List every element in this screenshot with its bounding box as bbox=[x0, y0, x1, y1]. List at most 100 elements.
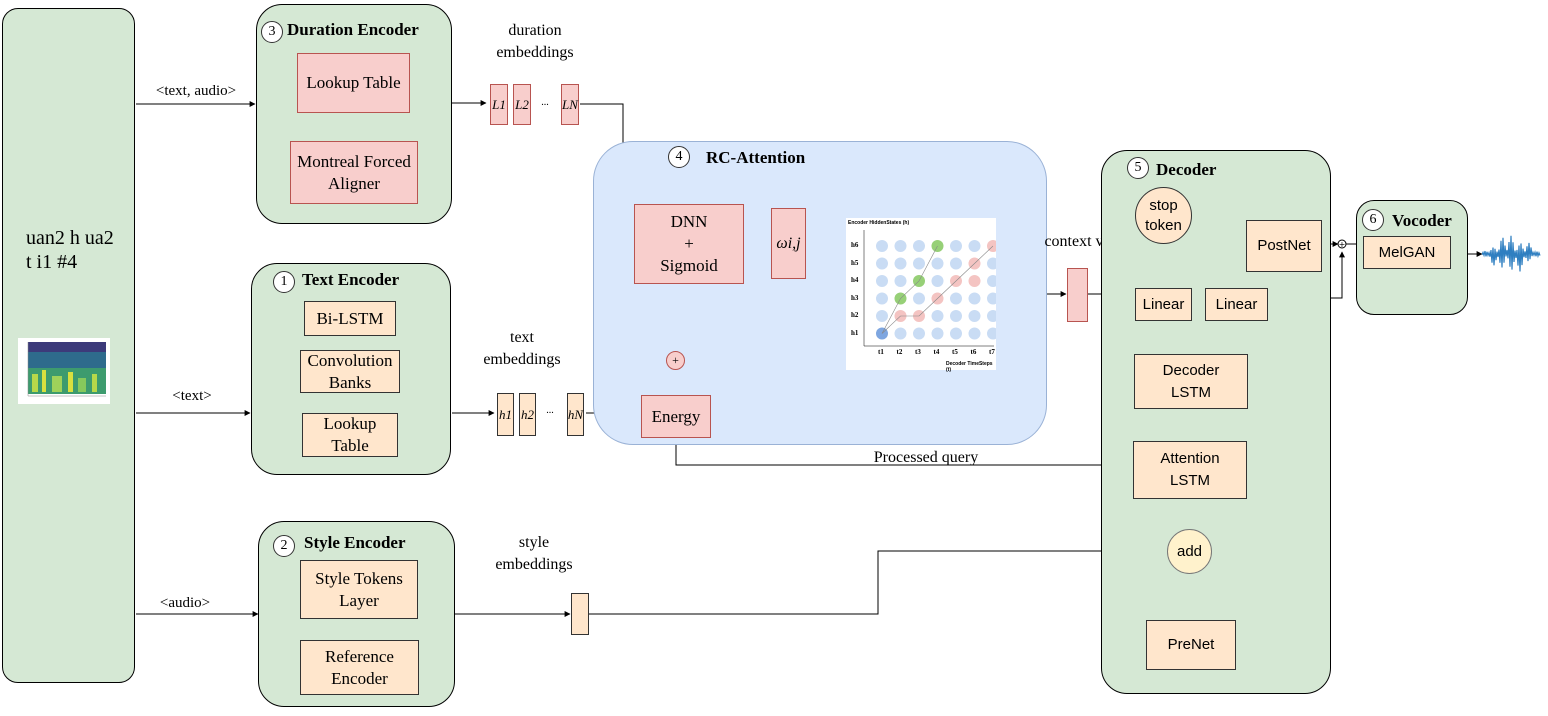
plot-dot bbox=[913, 257, 925, 270]
decoder-title: Decoder bbox=[1156, 160, 1217, 179]
style-embedding-token bbox=[571, 593, 589, 635]
spectrogram-image bbox=[18, 338, 110, 404]
plot-dot bbox=[987, 310, 996, 322]
token-h1: h1 bbox=[497, 393, 514, 436]
svg-text:+: + bbox=[1339, 240, 1346, 249]
plot-dot bbox=[950, 257, 962, 270]
plot-dot bbox=[876, 310, 888, 322]
plot-dot bbox=[987, 257, 996, 270]
prenet-box: PreNet bbox=[1146, 620, 1236, 670]
duration-encoder-title: Duration Encoder bbox=[287, 20, 419, 39]
montreal-forced-aligner: Montreal Forced Aligner bbox=[290, 141, 418, 204]
label-duration-embeddings: duration embeddings bbox=[496, 22, 574, 61]
label-style-embeddings: style embeddings bbox=[495, 534, 573, 573]
plot-col-label: t2 bbox=[896, 348, 903, 356]
duration-ellipsis: ... bbox=[541, 97, 549, 108]
label-audio: <audio> bbox=[159, 595, 211, 611]
plot-col-label: t6 bbox=[970, 348, 977, 356]
plot-row-label: h3 bbox=[851, 293, 859, 302]
plot-dot bbox=[950, 292, 962, 305]
waveform-icon bbox=[1482, 235, 1541, 272]
token-L2: L2 bbox=[513, 84, 531, 125]
plot-col-label: t7 bbox=[989, 348, 995, 356]
plot-dot bbox=[913, 292, 925, 305]
style-encoder-title: Style Encoder bbox=[304, 533, 406, 552]
token-hN: hN bbox=[567, 393, 584, 436]
plot-row-label: h4 bbox=[851, 276, 859, 284]
omega-weights: ωi,j bbox=[771, 208, 806, 279]
plot-dot bbox=[987, 327, 996, 340]
label-text-audio: <text, audio> bbox=[155, 83, 237, 99]
bi-lstm-box: Bi-LSTM bbox=[304, 301, 396, 336]
input-text: uan2 h ua2 t i1 #4 bbox=[26, 227, 114, 273]
plot-row-label: h1 bbox=[851, 328, 859, 337]
plot-ylabel: Encoder HiddenStates (h) bbox=[848, 220, 910, 226]
plot-row-label: h2 bbox=[851, 311, 859, 319]
rc-attention-title: RC-Attention bbox=[706, 148, 806, 167]
context-vector-token bbox=[1067, 268, 1088, 322]
duration-lookup-table: Lookup Table bbox=[297, 53, 410, 113]
token-LN: LN bbox=[561, 84, 579, 125]
postnet-box: PostNet bbox=[1246, 220, 1322, 272]
plot-row-label: h6 bbox=[851, 241, 859, 249]
label-text: <text> bbox=[172, 388, 212, 404]
convolution-banks-box: Convolution Banks bbox=[300, 350, 400, 393]
plot-path-red bbox=[881, 245, 994, 334]
text-ellipsis: ... bbox=[546, 405, 554, 416]
rc-attention-number: 4 bbox=[668, 146, 690, 168]
text-encoder-title: Text Encoder bbox=[302, 270, 400, 289]
plot-dot bbox=[876, 292, 888, 305]
linear-box-1: Linear bbox=[1135, 288, 1192, 321]
energy-box: Energy bbox=[641, 395, 711, 438]
decoder-number: 5 bbox=[1127, 157, 1149, 179]
reference-encoder: Reference Encoder bbox=[300, 640, 419, 695]
label-text-embeddings: text embeddings bbox=[483, 329, 561, 368]
plot-dot bbox=[987, 292, 996, 305]
plot-dot bbox=[913, 327, 925, 340]
vocoder-title: Vocoder bbox=[1392, 211, 1452, 230]
plot-dot bbox=[876, 257, 888, 270]
dnn-sigmoid-box: DNN + Sigmoid bbox=[634, 204, 744, 284]
plot-dot bbox=[987, 240, 996, 252]
plot-dot bbox=[894, 327, 907, 340]
plot-row-label: h5 bbox=[851, 258, 859, 267]
plot-col-label: t4 bbox=[933, 348, 940, 356]
plot-grid bbox=[863, 230, 996, 347]
plot-dot bbox=[950, 327, 962, 340]
plot-dot bbox=[894, 240, 907, 252]
token-L1: L1 bbox=[490, 84, 508, 125]
plot-dot bbox=[987, 275, 996, 287]
style-encoder-number: 2 bbox=[273, 535, 295, 557]
label-processed-query: Processed query bbox=[873, 449, 979, 466]
plot-dot bbox=[950, 310, 962, 322]
plot-dot bbox=[968, 310, 981, 322]
text-encoder-number: 1 bbox=[273, 271, 295, 293]
plot-dot bbox=[876, 240, 888, 252]
plot-dot bbox=[931, 327, 944, 340]
plot-dot bbox=[968, 292, 981, 305]
plus-node: + bbox=[666, 351, 685, 370]
melgan-box: MelGAN bbox=[1363, 236, 1451, 269]
token-h2: h2 bbox=[519, 393, 536, 436]
text-lookup-table: Lookup Table bbox=[302, 413, 398, 457]
vocoder-number: 6 bbox=[1362, 209, 1384, 231]
stop-token-node: stop token bbox=[1135, 187, 1192, 244]
decoder-lstm-box: Decoder LSTM bbox=[1134, 354, 1248, 409]
plot-col-label: t1 bbox=[878, 348, 884, 356]
linear-box-2: Linear bbox=[1205, 288, 1268, 321]
plot-col-label: t3 bbox=[915, 348, 921, 356]
plot-xlabel: Decoder TimeSteps (t) bbox=[946, 361, 993, 373]
plot-dot bbox=[931, 310, 944, 322]
plot-dot bbox=[931, 257, 944, 270]
style-tokens-layer: Style Tokens Layer bbox=[300, 560, 418, 619]
plot-path-green bbox=[881, 245, 938, 334]
attention-lstm-box: Attention LSTM bbox=[1133, 441, 1247, 499]
plot-dot bbox=[950, 240, 962, 252]
attention-plot: Encoder HiddenStates (h) Decoder TimeSte… bbox=[846, 218, 996, 373]
duration-encoder-number: 3 bbox=[261, 21, 283, 43]
plot-dot bbox=[876, 275, 888, 287]
plot-dot bbox=[931, 275, 944, 287]
add-node: add bbox=[1167, 529, 1212, 574]
plot-dot bbox=[968, 240, 981, 252]
plot-dot bbox=[894, 275, 907, 287]
